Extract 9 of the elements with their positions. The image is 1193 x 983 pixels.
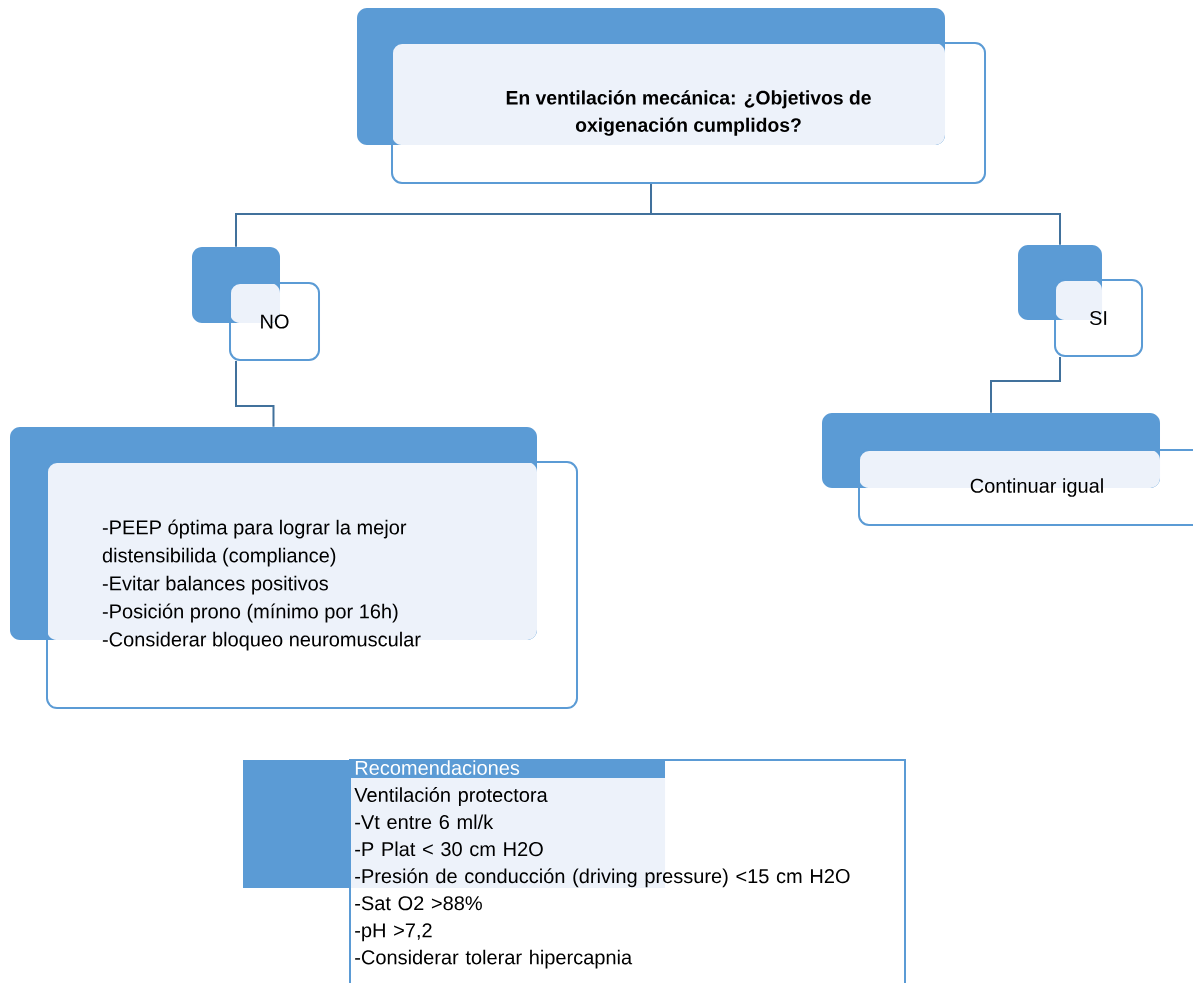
answer-box: SI <box>1018 245 1143 357</box>
answer-box: NO <box>192 247 320 361</box>
recommendation-box: Recomendaciones Ventilación protectora -Vt entre 6 ml/k -P Plat < 30 cm H2O -Presión de conducción (driving pressure) <15 cm H2O -Sat O2 >88% -pH >7,2 -Considerar tolerar hipercapnia <box>243 759 906 983</box>
action-box: -PEEP óptima para lograr la mejor distensibilida (compliance) -Evitar balances positivos -Posición prono (mínimo por 16h) -Considerar bloqueo neuromuscular <box>10 427 578 709</box>
action-box: Continuar igual <box>822 413 1193 526</box>
connector <box>990 356 1061 414</box>
question-box: En ventilación mecánica: ¿Objetivos de oxigenación cumplidos? <box>357 8 986 184</box>
connector <box>235 360 275 428</box>
connector <box>650 183 1061 246</box>
